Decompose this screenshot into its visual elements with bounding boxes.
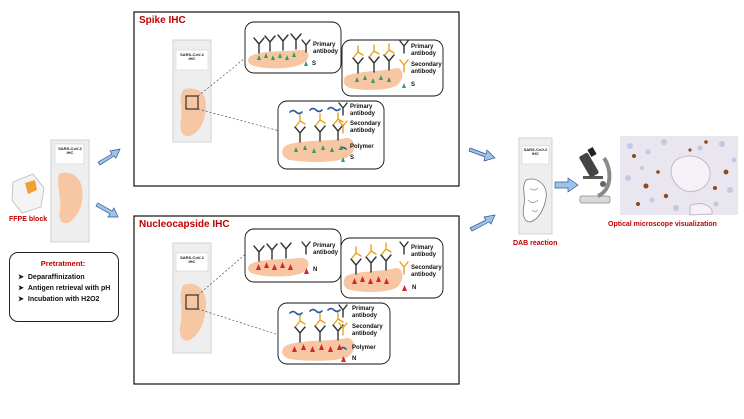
- microscope-icon: [579, 147, 612, 204]
- pretreatment-list: ➤Deparaffinization ➤Antigen retrieval wi…: [18, 273, 112, 303]
- spike-p2-antigen-label: S: [411, 82, 416, 88]
- spike-p1-primary-label: Primary antibody: [313, 42, 338, 55]
- nucleo-p3-antigen-label: N: [352, 356, 357, 362]
- pretreatment-item: ➤Incubation with H2O2: [18, 296, 100, 303]
- nucleo-slide-icon: [172, 242, 212, 354]
- primary-antibodies: [253, 33, 409, 343]
- nucleo-p1-antigen-label: N: [313, 267, 318, 273]
- spike-p2-secondary-label: Secondary antibody: [411, 62, 442, 75]
- left-slide-icon: [50, 139, 90, 243]
- spike-callout-lines: [197, 54, 288, 134]
- nucleo-p2-primary-label: Primary antibody: [411, 245, 436, 258]
- pretreatment-title: Pretratment:: [40, 259, 86, 268]
- arrow-nucleo-to-dab: [469, 214, 496, 232]
- secondary-antibodies: [295, 43, 409, 336]
- nucleo-antigens: [256, 262, 407, 362]
- spike-p3-polymer-label: Polymer: [350, 144, 374, 150]
- nucleo-p2-antigen-label: N: [412, 285, 417, 291]
- spike-antigens: [257, 52, 406, 162]
- nucleo-title: Nucleocapside IHC: [139, 219, 230, 230]
- arrow-bullet-icon: ➤: [18, 285, 24, 292]
- nucleo-p1-primary-label: Primary antibody: [313, 243, 338, 256]
- dab-slide-label: SARS-CoV-2 IHC: [523, 147, 548, 157]
- nucleo-p3-secondary-label: Secondary antibody: [352, 324, 383, 337]
- left-slide-label: SARS-CoV-2 IHC: [58, 146, 82, 156]
- spike-p1-antigen-label: S: [312, 61, 317, 67]
- nucleo-p2-secondary-label: Secondary antibody: [411, 265, 442, 278]
- arrow-dab-to-microscope: [554, 177, 579, 193]
- spike-slide-label: SARS-CoV-2 IHC: [180, 52, 204, 62]
- spike-title: Spike IHC: [139, 15, 186, 26]
- nucleo-p3-polymer-label: Polymer: [352, 345, 376, 351]
- arrow-to-spike: [97, 148, 121, 166]
- dab-label: DAB reaction: [513, 240, 558, 247]
- pretreatment-item: ➤Deparaffinization: [18, 274, 85, 281]
- pretreatment-item: ➤Antigen retrieval with pH: [18, 285, 111, 292]
- nucleo-callout-lines: [197, 251, 283, 337]
- arrow-to-nucleo: [95, 202, 119, 218]
- nucleo-p3-primary-label: Primary antibody: [352, 306, 377, 319]
- arrow-spike-to-dab: [468, 147, 496, 162]
- microscope-label: Optical microscope visualization: [608, 221, 717, 228]
- pretreatment-box: Pretratment: ➤Deparaffinization ➤Antigen…: [9, 252, 119, 322]
- micrograph-image: [620, 136, 738, 216]
- arrow-bullet-icon: ➤: [18, 274, 24, 281]
- ffpe-block-icon: [11, 173, 45, 214]
- ffpe-label: FFPE block: [9, 216, 48, 223]
- spike-p3-primary-label: Primary antibody: [350, 104, 375, 117]
- spike-p3-secondary-label: Secondary antibody: [350, 121, 381, 134]
- nucleo-slide-label: SARS-CoV-2 IHC: [180, 255, 204, 265]
- spike-p3-antigen-label: S: [350, 155, 355, 161]
- dab-slide-icon: [518, 137, 553, 235]
- polymers: [289, 106, 347, 350]
- spike-p2-primary-label: Primary antibody: [411, 44, 436, 57]
- arrow-bullet-icon: ➤: [18, 296, 24, 303]
